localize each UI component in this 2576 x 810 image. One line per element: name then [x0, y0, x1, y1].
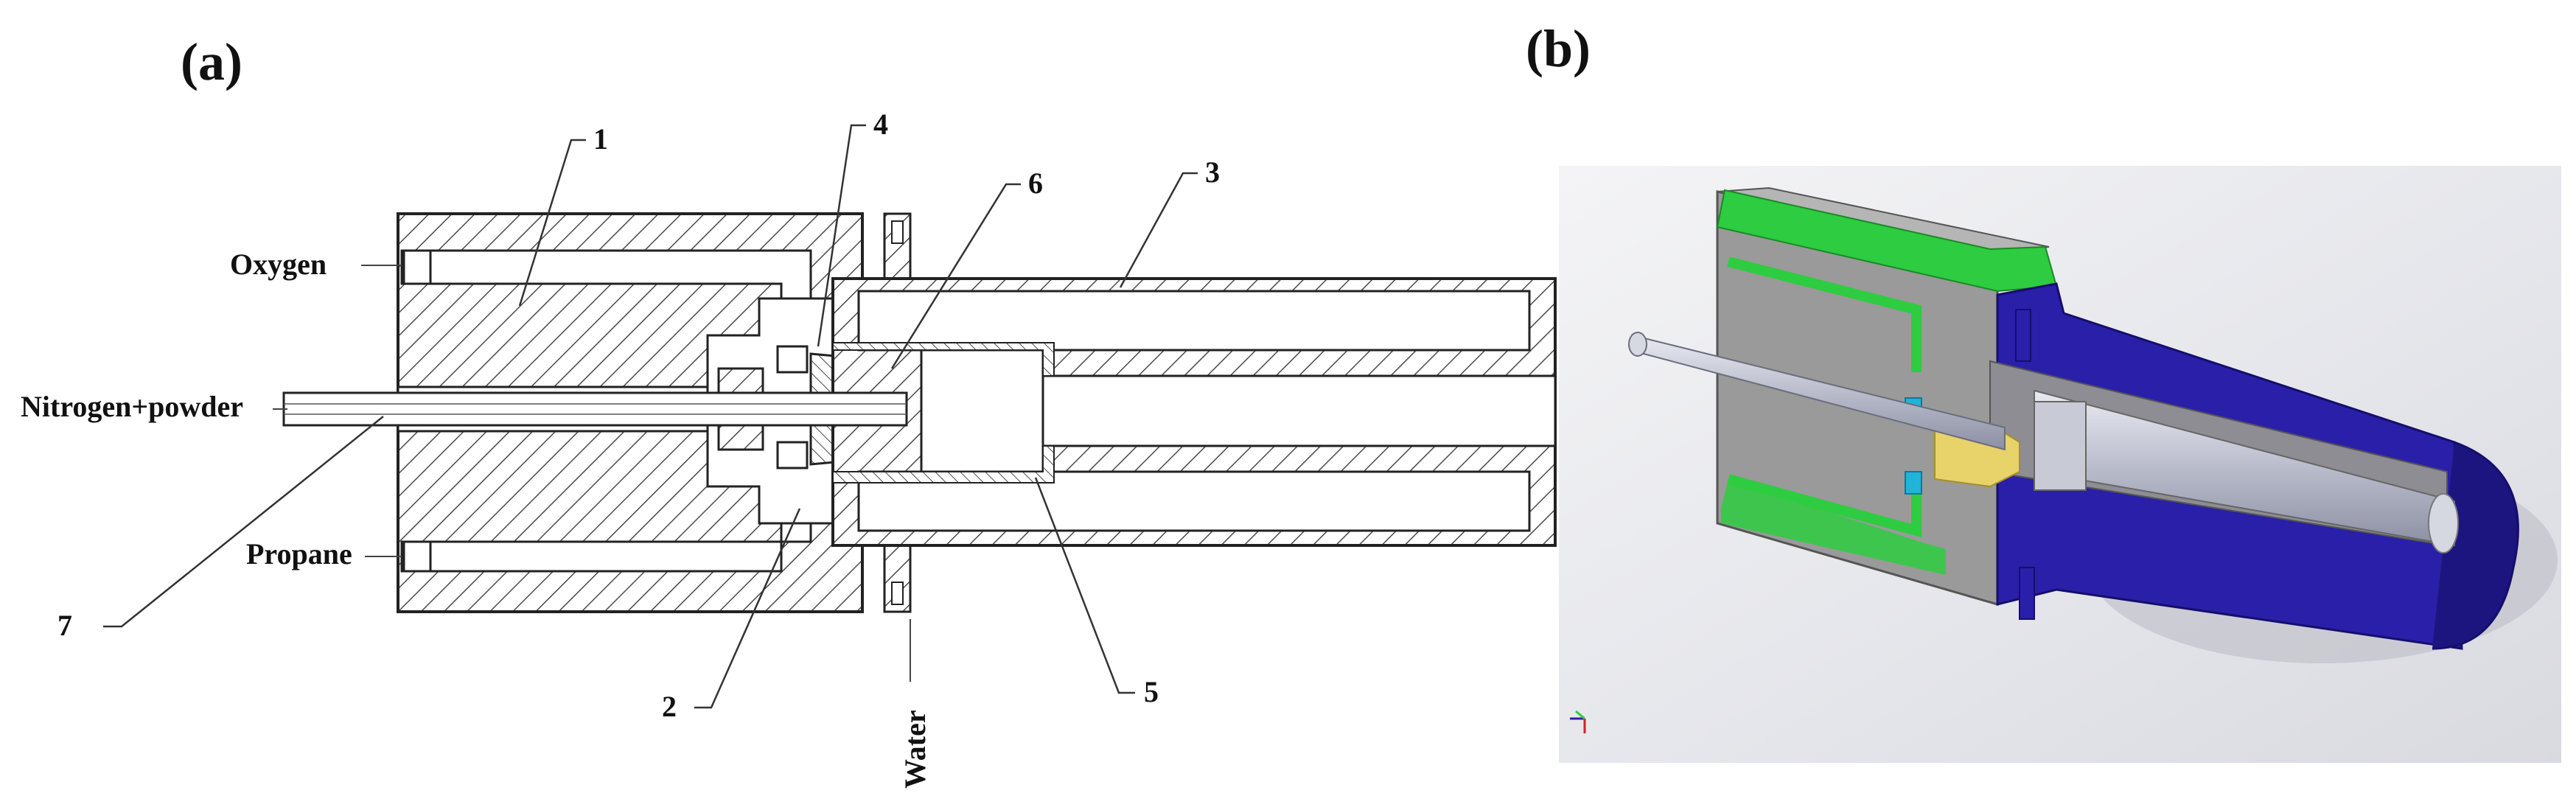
callout-7-label: 7: [57, 609, 72, 642]
axis-triad-icon: [1570, 710, 1586, 733]
panel-a-technical-drawing: (a): [21, 32, 1557, 789]
callout-2: 2: [662, 508, 801, 723]
callout-5: 5: [1034, 477, 1159, 708]
callout-6: 6: [890, 167, 1043, 369]
propane-input: Propane: [246, 537, 402, 570]
propane-label: Propane: [246, 537, 352, 570]
part-7-powder-tube: [282, 391, 908, 427]
callout-6-label: 6: [1028, 167, 1043, 200]
part-5-sleeve: [832, 342, 1055, 483]
panel-b-label: (b): [1526, 19, 1591, 78]
water-label: Water: [898, 710, 932, 789]
callout-2-label: 2: [662, 690, 677, 723]
render-inner-sleeve: [1989, 360, 2459, 554]
part-3-barrel: [831, 277, 1557, 547]
render-powder-tube: [1628, 332, 2006, 451]
callout-3-label: 3: [1205, 156, 1220, 189]
oxygen-input: Oxygen: [230, 248, 402, 281]
callout-4-label: 4: [873, 108, 888, 141]
water-input: Water: [898, 619, 932, 789]
callout-3: 3: [1119, 156, 1220, 288]
nitrogen-powder-label: Nitrogen+powder: [21, 390, 243, 423]
water-flange: [883, 212, 912, 613]
callout-1-label: 1: [593, 122, 608, 156]
nitrogen-powder-input: Nitrogen+powder: [21, 390, 287, 423]
callout-5-label: 5: [1144, 675, 1159, 708]
callout-4: 4: [817, 108, 888, 347]
callout-1: 1: [518, 122, 608, 307]
oxygen-label: Oxygen: [230, 248, 327, 281]
callout-7: 7: [57, 416, 384, 642]
panel-a-label: (a): [181, 32, 242, 91]
panel-b-3d-render: (b): [1526, 19, 2561, 763]
